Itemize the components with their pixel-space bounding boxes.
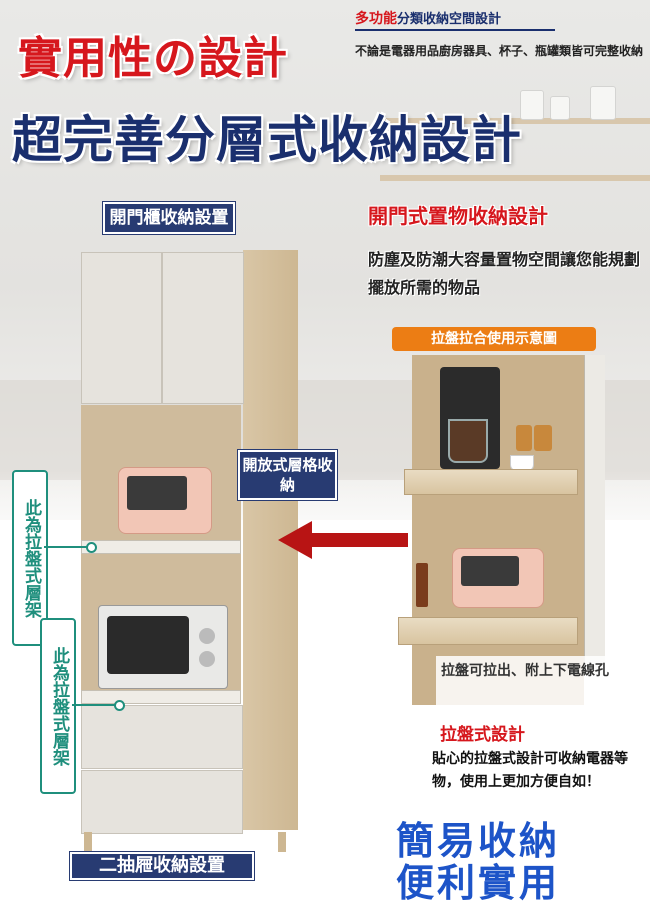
demo-cabinet-door [584, 355, 605, 675]
pull-demo-illustration [398, 355, 605, 705]
cabinet-leg [278, 832, 286, 852]
door-storage-title: 開門式置物收納設計 [368, 204, 548, 228]
toaster-oven [118, 467, 212, 534]
practical-design-title: 實用性の設計 [18, 33, 288, 84]
demo-caption: 拉盤可拉出、附上下電線孔 [441, 663, 609, 679]
heading-underline [355, 29, 555, 31]
jar [534, 425, 552, 451]
background-shelf [380, 118, 650, 124]
door-storage-description: 防塵及防潮大容量置物空間讓您能規劃擺放所需的物品 [368, 250, 641, 297]
demo-pull-tray-lower [398, 617, 578, 645]
pull-design-description: 貼心的拉盤式設計可收納電器等物，使用上更加方便自如！ [432, 751, 628, 790]
pull-shelf-label-upper: 此為拉盤式層架 [12, 470, 48, 646]
microwave-dial [199, 651, 215, 667]
pull-out-shelf-lower [81, 690, 241, 704]
demo-toaster-window [461, 556, 519, 586]
multi-function-description: 不論是電器用品廚房器具、杯子、瓶罐類皆可完整收納 [355, 44, 644, 58]
pull-shelf-label-lower: 此為拉盤式層架 [40, 618, 76, 794]
pull-out-shelf-upper [81, 540, 241, 554]
jar [516, 425, 532, 451]
connector-line [44, 546, 90, 548]
background-jar [520, 90, 544, 120]
coffee-maker [440, 367, 500, 469]
cabinet-left-door [81, 252, 162, 404]
storage-design-title: 超完善分層式收納設計 [12, 111, 522, 169]
demo-caption-bg [436, 656, 612, 706]
connector-line [72, 704, 118, 706]
background-shelf [380, 175, 650, 181]
background-jar [550, 96, 570, 120]
arrow-left-icon [278, 521, 312, 559]
cabinet-drawer-upper [81, 705, 243, 769]
slogan-line-1: 簡易收納 [396, 819, 561, 863]
slogan-line-2: 便利實用 [396, 861, 561, 905]
connector-dot [86, 542, 97, 553]
multi-function-title: 分類收納空間設計 [397, 12, 502, 27]
pull-demo-tag: 拉盤拉合使用示意圖 [392, 327, 596, 351]
demo-toaster-oven [452, 548, 544, 608]
pull-design-title: 拉盤式設計 [440, 725, 525, 745]
connector-dot [114, 700, 125, 711]
microwave-window [107, 616, 189, 674]
cabinet-right-door [162, 252, 244, 404]
microwave-dial [199, 628, 215, 644]
door-cabinet-label: 開門櫃收納設置 [103, 202, 235, 234]
cabinet-leg [84, 832, 92, 852]
demo-pull-tray-upper [404, 469, 578, 495]
multi-function-heading: 多功能分類收納空間設計 [355, 8, 501, 28]
drawer-label: 二抽屜收納設置 [70, 852, 254, 880]
background-jar [590, 86, 616, 120]
coffee-pot [448, 419, 488, 463]
cabinet [78, 250, 298, 860]
multi-function-highlight: 多功能 [355, 11, 397, 27]
cabinet-drawer-lower [81, 770, 243, 834]
microwave [98, 605, 228, 689]
open-shelf-label: 開放式層格收納 [238, 450, 337, 500]
arrow-body [300, 533, 408, 547]
toaster-window [127, 476, 187, 510]
bottle [416, 563, 428, 607]
